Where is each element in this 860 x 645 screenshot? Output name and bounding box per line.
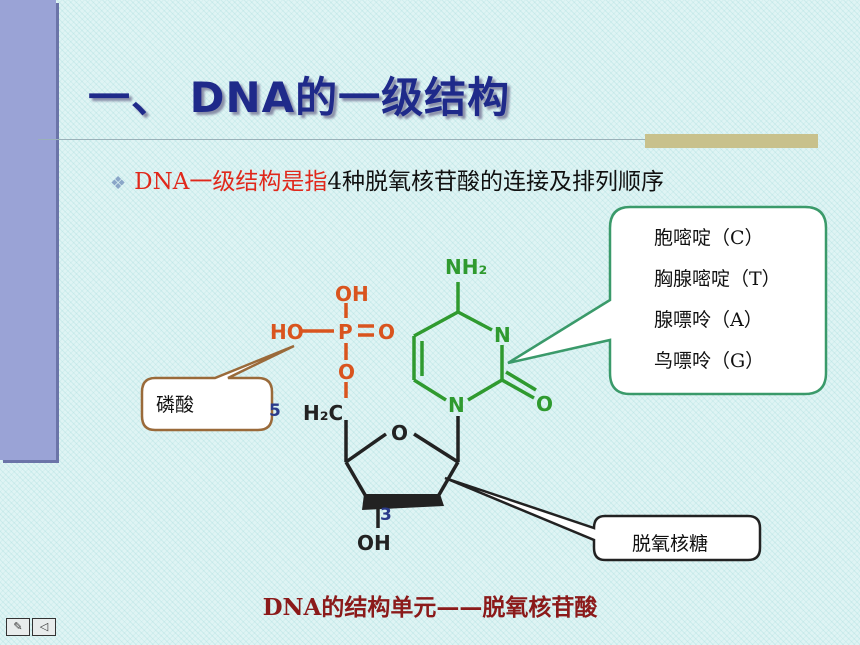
base-n1: N [448,393,465,417]
base-label-cytosine: 胞嘧啶（C） [654,227,764,249]
phosphate-double-o: O [378,320,395,344]
base-callout [507,205,828,396]
phosphate-oh: OH [335,282,369,306]
sugar-bonds [344,416,460,528]
carbon-3-number: 3 [380,505,392,525]
ch2-group: H₂C [303,401,343,425]
bullet-term: DNA一级结构是指 [134,169,328,195]
sugar-callout [444,476,762,562]
deoxyribose-label: 脱氧核糖 [632,533,708,555]
diamond-bullet-icon: ❖ [110,173,127,194]
sugar-3-oh: OH [357,531,391,555]
base-label-adenine: 腺嘌呤（A） [654,309,763,331]
slide-caption: DNA的结构单元——脱氧核苷酸 [262,594,598,621]
sugar-wedge [362,494,444,510]
phosphate-ho: HO [270,320,304,344]
title-divider-accent [645,134,818,148]
bullet-definition: 4种脱氧核苷酸的连接及排列顺序 [327,169,664,195]
definition-bullet: ❖ DNA一级结构是指4种脱氧核苷酸的连接及排列顺序 [110,162,664,196]
ring-oxygen: O [391,421,408,445]
base-bonds [412,282,537,402]
slide-title: 一、 DNA的一级结构 [88,73,511,122]
amino-group: NH₂ [445,255,487,279]
pen-icon[interactable]: ✎ [6,618,30,636]
base-label-thymine: 胸腺嘧啶（T） [654,268,781,290]
phosphate-bonds [300,303,374,398]
carbonyl-oxygen: O [536,392,553,416]
phosphate-ester-o: O [338,360,355,384]
phosphate-callout [140,344,295,432]
base-n3: N [494,323,511,347]
left-accent-bar [0,0,56,460]
menu-arrow-icon[interactable]: ◁ [32,618,56,636]
title-divider [38,139,818,140]
carbon-5-number: 5 [269,401,281,421]
phosphate-label: 磷酸 [156,394,194,416]
phosphorus-atom: P [338,320,353,344]
base-label-guanine: 鸟嘌呤（G） [654,350,764,372]
slide-nav[interactable]: ✎ ◁ [6,618,56,636]
